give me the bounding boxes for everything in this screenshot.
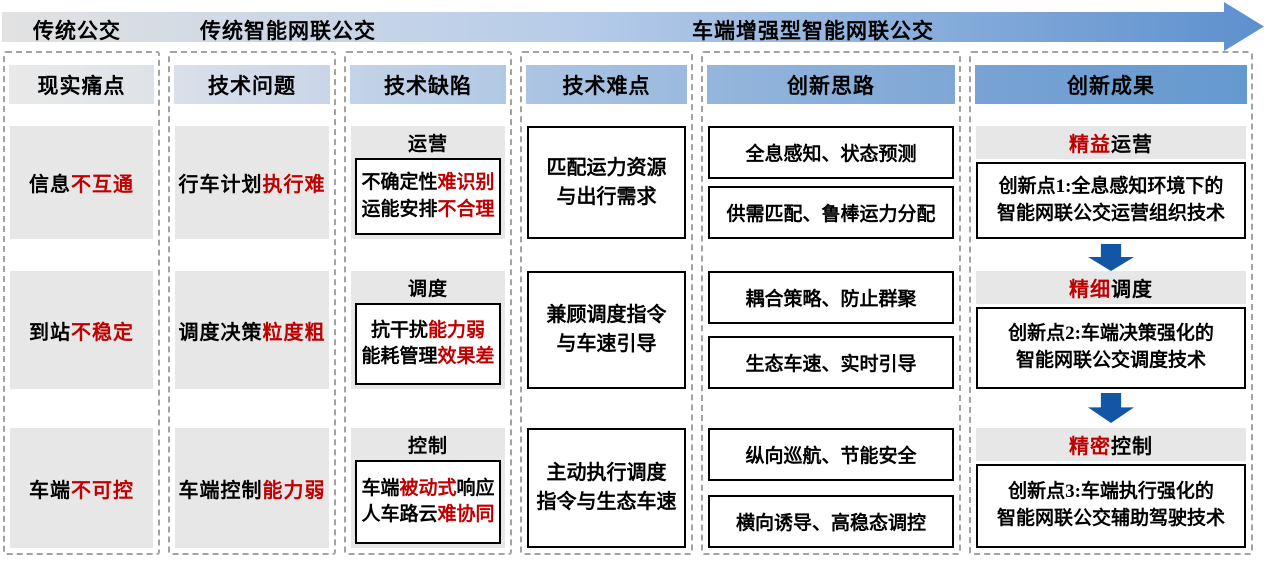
result-line-1: 创新点1:全息感知环境下的	[998, 175, 1224, 197]
stage-label-traditional-icv: 传统智能网联公交	[200, 19, 376, 43]
defect-cell-operation: 运营 不确定性难识别 运能安排不合理	[351, 126, 505, 239]
defect-box: 车端被动式响应 人车路云难协同	[355, 460, 501, 544]
result-box: 创新点1:全息感知环境下的 智能网联公交运营组织技术	[976, 162, 1246, 239]
column-pain-points: 现实痛点 信息不互通 到站不稳定 车端不可控	[3, 51, 160, 555]
difficulty-box-3: 主动执行调度 指令与生态车速	[527, 428, 686, 548]
idea-box: 生态车速、实时引导	[708, 336, 954, 389]
difficulty-line-1: 匹配运力资源	[546, 156, 667, 179]
defect-line-2: 运能安排不合理	[361, 198, 495, 220]
result-box: 创新点3:车端执行强化的 智能网联公交辅助驾驶技术	[976, 464, 1246, 548]
idea-box: 供需匹配、鲁棒运力分配	[708, 186, 954, 239]
difficulty-line-1: 主动执行调度	[546, 462, 667, 484]
result-row-3: 精密控制 创新点3:车端执行强化的 智能网联公交辅助驾驶技术	[976, 428, 1246, 548]
pain-text-black: 信息	[29, 174, 71, 196]
column-tech-defects: 技术缺陷 运营 不确定性难识别 运能安排不合理 调度 抗干扰能力弱 能耗管理效果…	[344, 51, 512, 555]
problem-cell-3: 车端控制能力弱	[175, 428, 329, 548]
column-header-results: 创新成果	[975, 65, 1247, 104]
pain-text-red: 不互通	[71, 174, 134, 196]
problem-text-black: 行车计划	[178, 174, 263, 196]
defect-cell-dispatch: 调度 抗干扰能力弱 能耗管理效果差	[351, 271, 505, 389]
column-innovation-results: 创新成果 精益运营 创新点1:全息感知环境下的 智能网联公交运营组织技术 精细调…	[969, 51, 1253, 555]
problem-cell-2: 调度决策粒度粗	[175, 271, 329, 389]
defect-cell-control: 控制 车端被动式响应 人车路云难协同	[351, 428, 505, 548]
difficulty-line-2: 指令与生态车速	[536, 491, 677, 513]
result-title: 精细调度	[976, 271, 1246, 304]
difficulty-box-2: 兼顾调度指令 与车速引导	[527, 271, 686, 389]
idea-box: 耦合策略、防止群聚	[708, 271, 954, 324]
problem-cell-1: 行车计划执行难	[175, 126, 329, 239]
column-header-ideas: 创新思路	[707, 65, 955, 104]
flow-arrow-icon	[2, 2, 1264, 51]
result-line-2: 智能网联公交调度技术	[1015, 350, 1206, 371]
result-row-2: 精细调度 创新点2:车端决策强化的 智能网联公交调度技术	[976, 271, 1246, 389]
column-innovation-ideas: 创新思路 全息感知、状态预测 供需匹配、鲁棒运力分配 耦合策略、防止群聚 生态车…	[701, 51, 961, 555]
idea-row-3: 纵向巡航、节能安全 横向诱导、高稳态调控	[708, 428, 954, 548]
pain-text-black: 到站	[29, 321, 71, 344]
difficulty-line-1: 兼顾调度指令	[546, 304, 667, 326]
down-arrow-icon	[1088, 393, 1134, 423]
result-title: 精益运营	[976, 126, 1246, 159]
defect-box: 不确定性难识别 运能安排不合理	[355, 158, 501, 235]
idea-box: 纵向巡航、节能安全	[708, 428, 954, 481]
result-row-1: 精益运营 创新点1:全息感知环境下的 智能网联公交运营组织技术	[976, 126, 1246, 239]
result-line-1: 创新点2:车端决策强化的	[1008, 323, 1214, 345]
stage-label-traditional: 传统公交	[33, 19, 121, 43]
idea-row-1: 全息感知、状态预测 供需匹配、鲁棒运力分配	[708, 126, 954, 239]
result-box: 创新点2:车端决策强化的 智能网联公交调度技术	[976, 307, 1246, 389]
problem-text-red: 能力弱	[262, 479, 326, 502]
difficulty-line-2: 与出行需求	[556, 185, 657, 208]
column-tech-problems: 技术问题 行车计划执行难 调度决策粒度粗 车端控制能力弱	[168, 51, 336, 555]
pain-cell-1: 信息不互通	[10, 126, 153, 239]
problem-text-red: 粒度粗	[262, 321, 326, 344]
defect-line-2: 人车路云难协同	[361, 504, 495, 525]
difficulty-line-2: 与车速引导	[556, 333, 657, 355]
problem-text-black: 车端控制	[178, 479, 263, 502]
idea-row-2: 耦合策略、防止群聚 生态车速、实时引导	[708, 271, 954, 389]
defect-label: 控制	[407, 435, 448, 457]
pain-text-red: 不稳定	[71, 321, 134, 344]
idea-box: 横向诱导、高稳态调控	[708, 495, 954, 548]
defect-line-1: 抗干扰能力弱	[370, 319, 486, 341]
result-line-2: 智能网联公交运营组织技术	[996, 202, 1225, 224]
result-line-2: 智能网联公交辅助驾驶技术	[996, 508, 1225, 529]
idea-box: 全息感知、状态预测	[708, 126, 954, 179]
columns-container: 现实痛点 信息不互通 到站不稳定 车端不可控 技术问题 行车计划执行难 调度决策…	[3, 51, 1255, 555]
result-line-1: 创新点3:车端执行强化的	[1008, 481, 1214, 503]
problem-text-black: 调度决策	[178, 321, 263, 344]
defect-line-1: 车端被动式响应	[361, 477, 495, 499]
column-header-problems: 技术问题	[174, 65, 330, 104]
result-title: 精密控制	[976, 428, 1246, 461]
pain-cell-2: 到站不稳定	[10, 271, 153, 389]
column-tech-difficulties: 技术难点 匹配运力资源 与出行需求 兼顾调度指令 与车速引导 主动执行调度 指令…	[520, 51, 693, 555]
defect-box: 抗干扰能力弱 能耗管理效果差	[355, 303, 501, 385]
pain-cell-3: 车端不可控	[10, 428, 153, 548]
column-header-defects: 技术缺陷	[350, 65, 506, 104]
problem-text-red: 执行难	[262, 174, 326, 196]
pain-text-red: 不可控	[71, 479, 134, 502]
defect-label: 调度	[407, 278, 448, 300]
defect-line-2: 能耗管理效果差	[361, 346, 495, 367]
defect-label: 运营	[407, 133, 448, 155]
stage-label-enhanced-icv: 车端增强型智能网联公交	[692, 19, 934, 43]
column-header-pain: 现实痛点	[9, 65, 154, 104]
difficulty-box-1: 匹配运力资源 与出行需求	[527, 126, 686, 239]
defect-line-1: 不确定性难识别	[361, 172, 495, 194]
down-arrow-icon	[1088, 244, 1134, 271]
column-header-difficulties: 技术难点	[526, 65, 687, 104]
pain-text-black: 车端	[29, 479, 71, 502]
